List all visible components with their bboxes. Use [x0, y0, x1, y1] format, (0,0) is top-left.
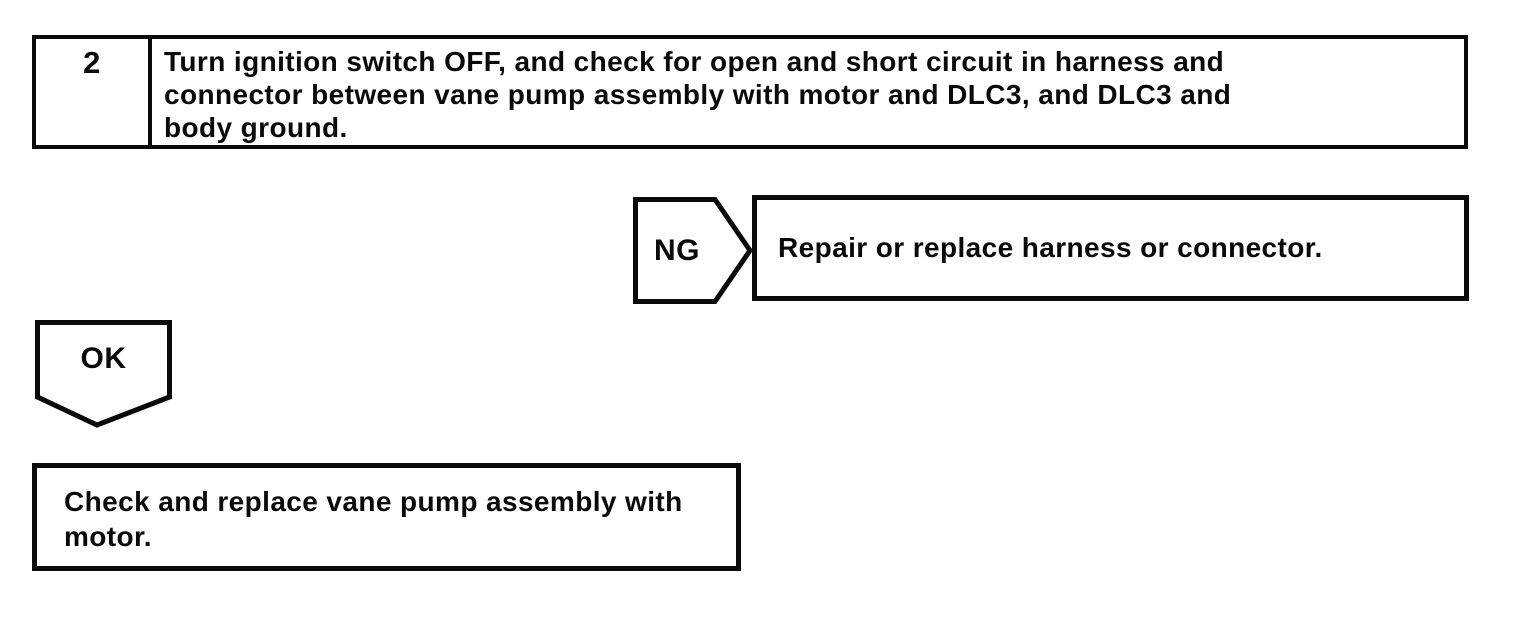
instruction-line: Turn ignition switch OFF, and check for …: [164, 46, 1225, 77]
ok-result-line: Check and replace vane pump assembly wit…: [64, 486, 683, 517]
ng-connector: NG: [633, 197, 753, 304]
ok-result-line: motor.: [64, 521, 152, 552]
instruction-line: body ground.: [164, 112, 348, 143]
instruction-line: connector between vane pump assembly wit…: [164, 79, 1232, 110]
ok-label: OK: [80, 342, 127, 375]
ng-arrow-icon: [633, 197, 753, 304]
ok-connector: OK: [35, 320, 172, 428]
step-box: 2 Turn ignition switch OFF, and check fo…: [32, 35, 1468, 149]
ok-arrow-icon: [35, 320, 172, 428]
step-instruction: Turn ignition switch OFF, and check for …: [152, 39, 1464, 145]
ok-result-box: Check and replace vane pump assembly wit…: [32, 463, 741, 571]
ng-label: NG: [654, 233, 700, 267]
step-number: 2: [36, 39, 152, 145]
ng-result-box: Repair or replace harness or connector.: [752, 195, 1469, 301]
